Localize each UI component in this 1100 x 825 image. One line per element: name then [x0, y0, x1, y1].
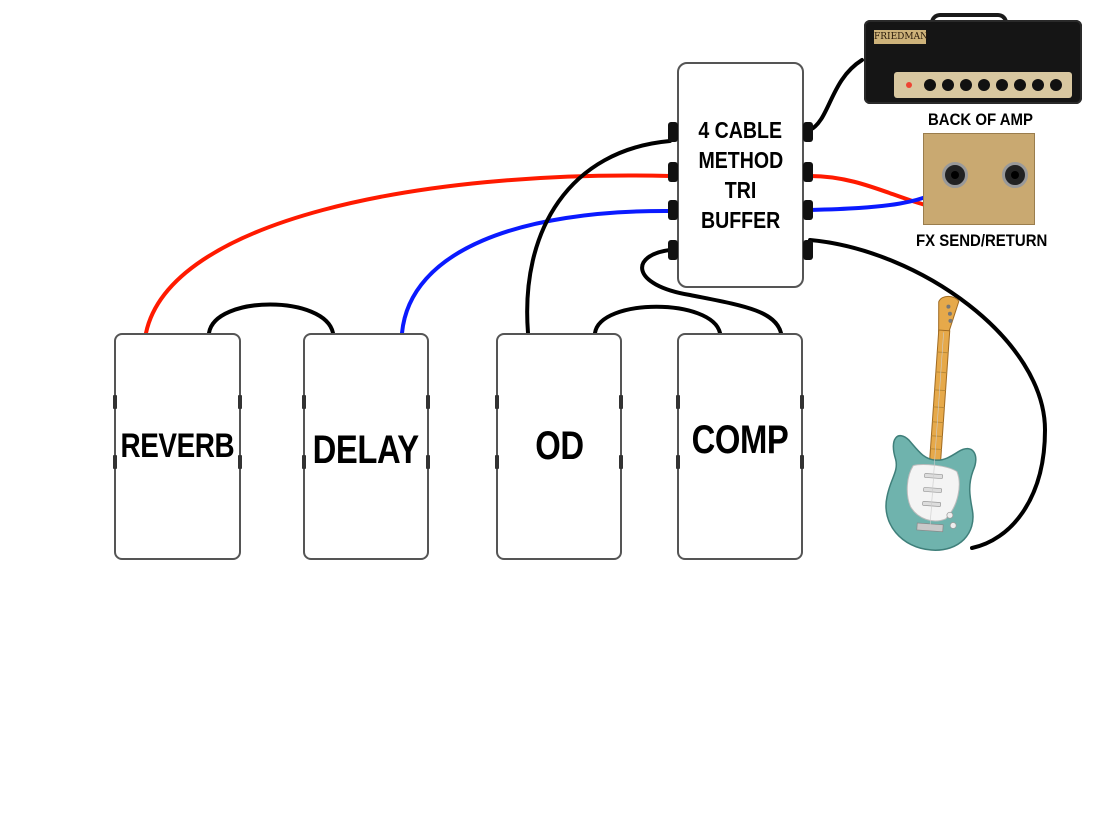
amp-knob-icon: [1032, 79, 1044, 91]
amp-power-led-icon: [906, 82, 912, 88]
pedal-label-od: OD: [534, 424, 584, 468]
fx-loop-panel: [923, 133, 1035, 225]
back-of-amp-label: BACK OF AMP: [928, 110, 1033, 129]
buffer-jack-right-2: [803, 162, 813, 182]
buffer-label-line-1: 4 CABLE: [698, 117, 783, 143]
guitar-icon: [885, 295, 977, 551]
amp-knob-icon: [996, 79, 1008, 91]
cable-guitar-to-buffer: [808, 238, 1048, 550]
amp-knob-icon: [978, 79, 990, 91]
pedal-label-delay: DELAY: [312, 428, 420, 472]
cable-buffer-to-amp-input: [808, 58, 864, 132]
fx-return-jack-icon: [1002, 162, 1028, 188]
pedal-reverb: REVERB: [113, 333, 242, 560]
pedal-comp: COMP: [676, 333, 804, 560]
cable-delay-to-buffer: [400, 208, 672, 335]
buffer-jack-left-3: [668, 200, 678, 220]
pedal-label-reverb: REVERB: [120, 427, 235, 465]
pedal-od: OD: [495, 333, 623, 560]
buffer-jack-right-1: [803, 122, 813, 142]
cable-reverb-to-delay: [207, 302, 335, 335]
buffer-label-line-4: BUFFER: [700, 207, 781, 233]
amp-knob-icon: [960, 79, 972, 91]
buffer-jack-right-4: [803, 240, 813, 260]
buffer-jack-left-1: [668, 122, 678, 142]
pedal-delay: DELAY: [302, 333, 430, 560]
pedal-label-comp: COMP: [691, 418, 789, 462]
cable-buffer-to-reverb: [144, 173, 672, 335]
fx-send-return-label: FX SEND/RETURN: [916, 231, 1048, 250]
amp-knob-icon: [924, 79, 936, 91]
buffer-jack-right-3: [803, 200, 813, 220]
buffer-jack-left-4: [668, 240, 678, 260]
buffer-label-line-3: TRI: [724, 177, 757, 203]
amp-knob-icon: [1014, 79, 1026, 91]
buffer-label-line-2: METHOD: [698, 147, 783, 173]
amp-knob-icon: [1050, 79, 1062, 91]
cable-od-to-comp: [593, 304, 722, 335]
amp-logo: FRIEDMAN: [874, 30, 928, 44]
tri-buffer: 4 CABLE METHOD TRI BUFFER: [677, 62, 804, 288]
amp-control-panel: [894, 72, 1072, 98]
amp-head-icon: FRIEDMAN: [864, 20, 1082, 104]
buffer-jack-left-2: [668, 162, 678, 182]
amp-knob-icon: [942, 79, 954, 91]
cable-buffer-to-comp: [640, 248, 783, 335]
fx-send-jack-icon: [942, 162, 968, 188]
cable-od-to-buffer: [525, 139, 672, 335]
